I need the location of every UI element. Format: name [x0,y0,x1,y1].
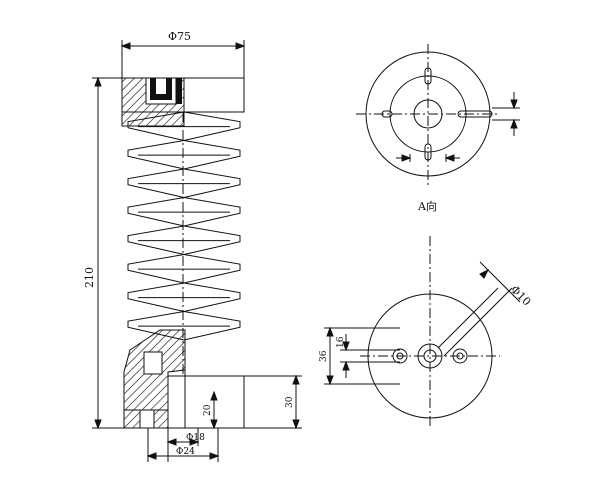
bottom-bolt-slot [143,351,163,375]
shed-left-7 [127,282,185,312]
view-a-label: A向 [417,199,437,213]
side-view [92,40,302,462]
insulator-sheds [127,111,241,341]
slot-bottom [424,143,432,161]
shed-right-8 [183,311,241,341]
dim-20: 20 [203,404,213,416]
shed-right-5 [183,225,241,255]
shed-right-1 [183,111,241,141]
top-view [356,44,520,188]
dim-30: 30 [285,396,295,408]
shed-right-7 [183,282,241,312]
bottom-view [324,236,521,426]
shed-left-1 [127,111,185,141]
shed-left-4 [127,197,185,227]
dim-phi75: Φ75 [168,30,191,43]
shed-left-3 [127,168,185,198]
slot-right [457,110,493,118]
shed-right-6 [183,254,241,284]
shed-right-3 [183,168,241,198]
dim-phi24: Φ24 [176,447,195,457]
shed-left-5 [127,225,185,255]
bottom-base-gap [139,409,155,429]
shed-left-6 [127,254,185,284]
top-insert-right-bar [176,78,182,104]
dim-36: 36 [319,350,329,362]
slot-top [424,67,432,85]
dim-16: 16 [336,336,346,348]
shed-left-2 [127,140,185,170]
top-insert-u [150,78,172,100]
dim-phi10: Φ10 [508,283,533,308]
slot-left [381,110,393,118]
shed-right-4 [183,197,241,227]
dim-210: 210 [83,267,96,288]
bottom-body [167,375,245,429]
shed-right-2 [183,140,241,170]
dim-phi18: Φ18 [186,433,205,443]
